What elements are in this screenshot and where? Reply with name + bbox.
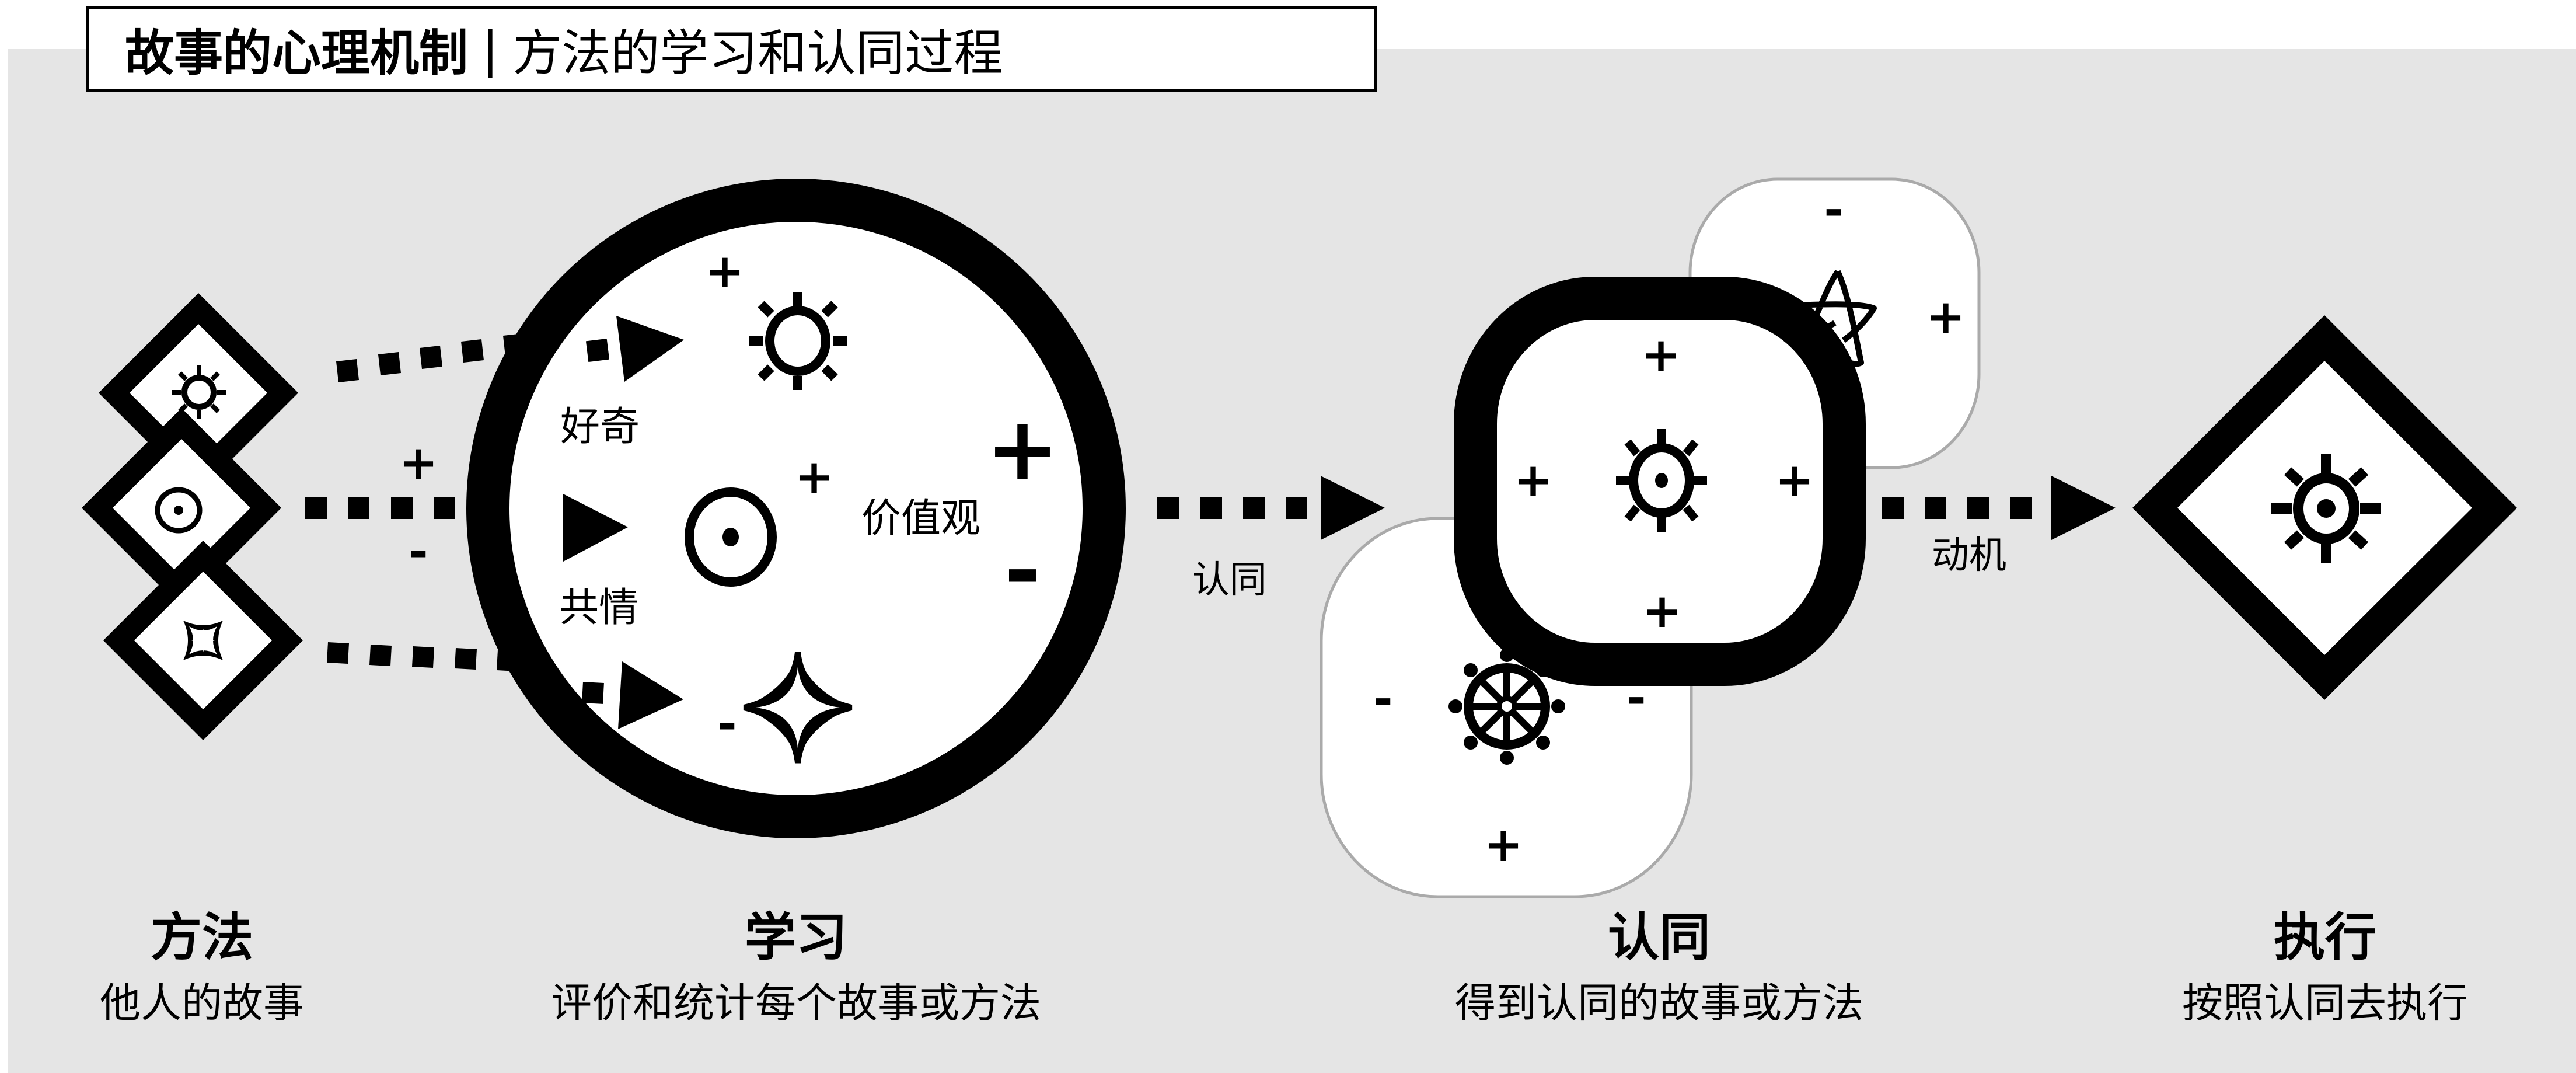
title-separator: |: [482, 20, 499, 78]
minus-sign: -: [1373, 672, 1393, 726]
four-point-star-icon: [743, 652, 853, 764]
stage-execution: 执行 按照认同去执行: [2182, 896, 2468, 1029]
page-subtitle: 方法的学习和认同过程: [512, 24, 1003, 82]
arrowhead-icon: [616, 316, 684, 382]
stage-desc: 评价和统计每个故事或方法: [551, 979, 1041, 1027]
minus-sign-large: -: [1004, 520, 1041, 622]
stage-learning: 学习 评价和统计每个故事或方法: [551, 896, 1041, 1029]
label-values: 价值观: [861, 496, 981, 542]
minus-sign: -: [1626, 671, 1646, 725]
method-diamond-3: [103, 541, 303, 740]
arrowhead-icon: [618, 661, 683, 729]
dot-circle-icon: [155, 487, 203, 534]
arrow-learn-to-identify: [1157, 476, 1385, 540]
gear-dot-icon: [1616, 429, 1707, 532]
stage-method: 方法 他人的故事: [100, 896, 304, 1029]
title-box: 故事的心理机制 | 方法的学习和认同过程: [86, 6, 1377, 92]
minus-sign: -: [409, 524, 428, 579]
arrow-label-identify: 认同: [1192, 559, 1267, 602]
arrow-identify-to-execute: [1882, 476, 2116, 540]
execute-diamond: [2132, 315, 2517, 700]
arrow-label-motivation: 动机: [1932, 534, 2006, 577]
stage-desc: 他人的故事: [100, 979, 304, 1027]
diagram-background: [8, 49, 2576, 1073]
plus-sign: +: [1642, 584, 1682, 638]
minus-sign: -: [1824, 183, 1844, 237]
plus-sign: +: [1926, 290, 1966, 344]
plus-sign: +: [1641, 328, 1681, 382]
stage-name: 执行: [2273, 907, 2376, 967]
dharma-wheel-icon: [1448, 648, 1565, 765]
arrowhead-icon: [2051, 476, 2116, 540]
plus-sign: +: [705, 244, 745, 298]
sun-icon: [749, 292, 847, 390]
plus-sign: +: [794, 450, 834, 504]
method-diamond-2: [82, 408, 281, 608]
plus-sign: +: [1513, 453, 1553, 507]
stage-desc: 得到认同的故事或方法: [1455, 979, 1863, 1027]
four-point-star-icon: [183, 621, 223, 660]
stage-desc: 按照认同去执行: [2182, 979, 2468, 1027]
pentagram-knot-icon: [1793, 270, 1877, 367]
plus-sign: +: [1484, 817, 1523, 872]
minus-sign: -: [717, 696, 737, 751]
plus-sign-large: +: [986, 399, 1059, 500]
stage-identification: 认同 得到认同的故事或方法: [1455, 896, 1863, 1029]
stage-name: 认同: [1607, 907, 1711, 967]
plus-sign: +: [399, 436, 438, 490]
gear-dot-icon: [2271, 454, 2381, 563]
label-empathy: 共情: [559, 585, 639, 631]
sun-icon: [172, 365, 226, 419]
stage-name: 学习: [744, 907, 847, 967]
label-curiosity: 好奇: [560, 404, 640, 450]
stage-name: 方法: [150, 907, 253, 967]
plus-sign: +: [1775, 453, 1814, 507]
arrowhead-icon: [563, 494, 628, 562]
page-title: 故事的心理机制: [125, 24, 469, 82]
dot-circle-icon: [685, 487, 777, 587]
arrowhead-icon: [1321, 476, 1385, 540]
